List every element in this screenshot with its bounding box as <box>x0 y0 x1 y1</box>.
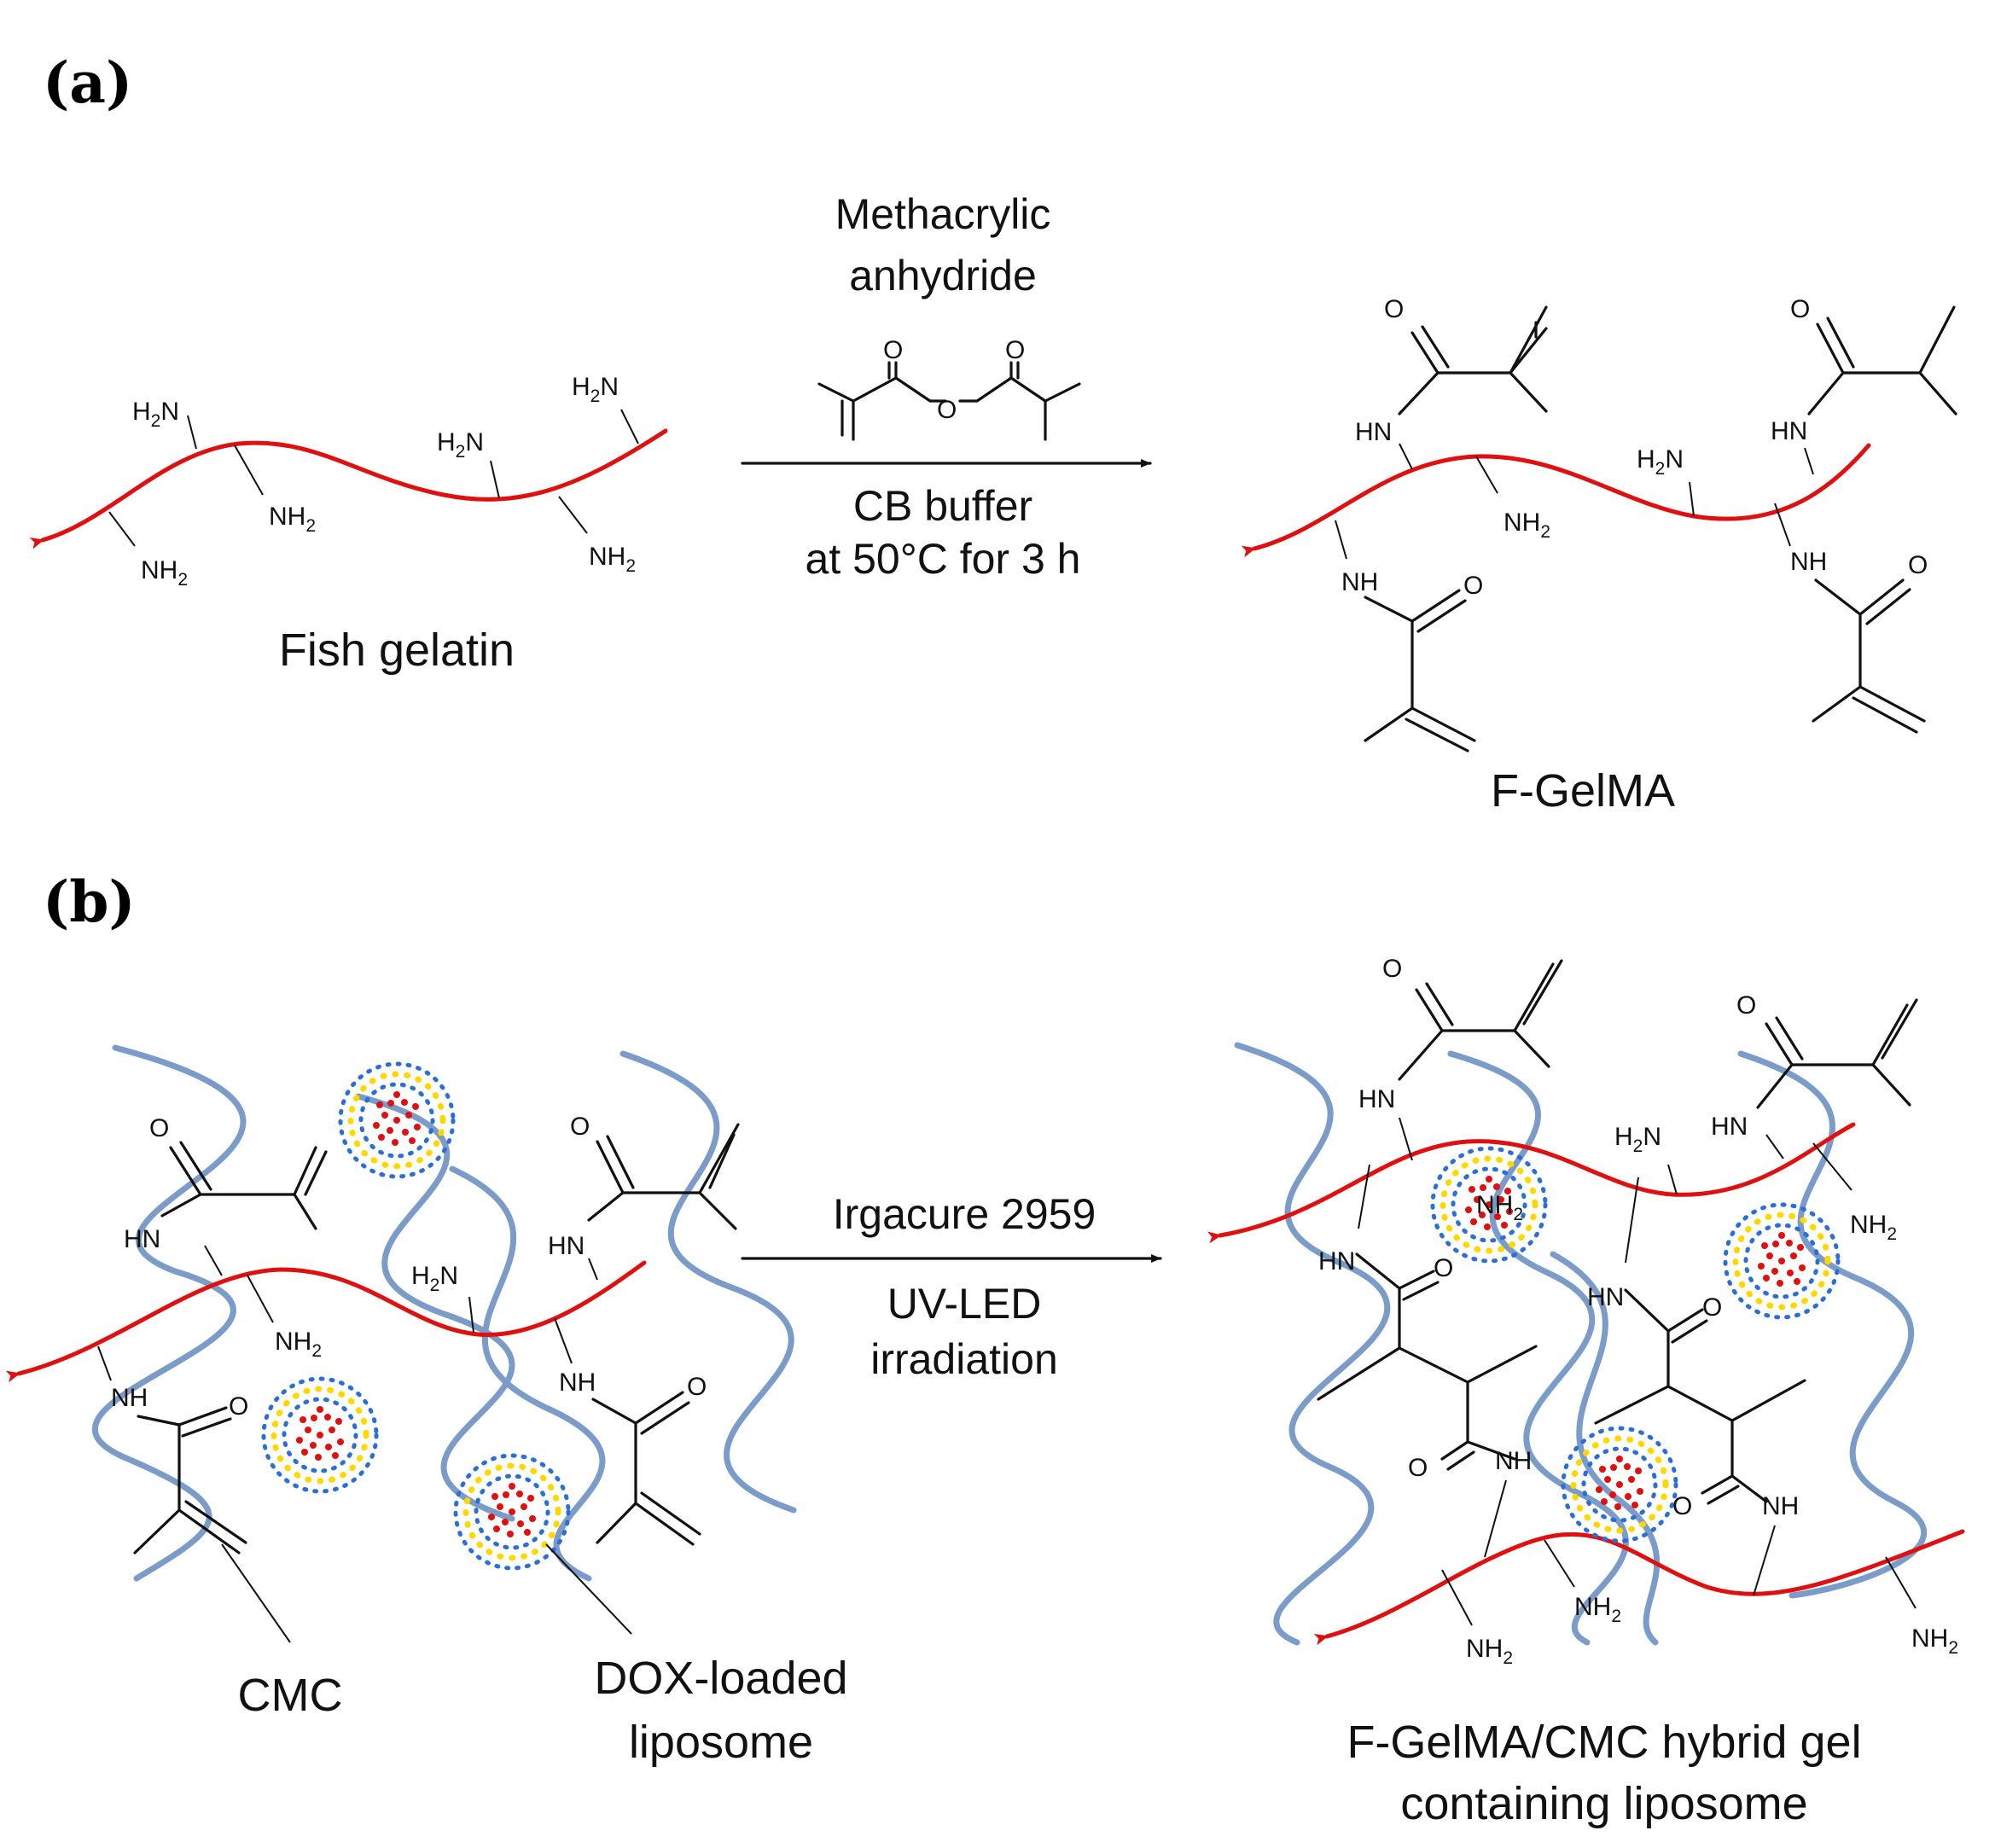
svg-text:O: O <box>1463 572 1483 600</box>
condition-b-line2: irradiation <box>870 1335 1058 1383</box>
svg-text:H2N: H2N <box>1614 1123 1661 1156</box>
svg-text:O: O <box>1382 955 1402 983</box>
reagent-line1: Methacrylic <box>835 190 1051 238</box>
svg-text:HN: HN <box>1771 417 1807 445</box>
svg-text:NH: NH <box>1790 548 1827 576</box>
reagent-line2: anhydride <box>849 252 1037 299</box>
panel-b-label: (b) <box>43 869 136 935</box>
svg-text:NH2: NH2 <box>1911 1624 1958 1658</box>
svg-text:O: O <box>1672 1492 1692 1520</box>
svg-text:NH2: NH2 <box>1850 1211 1897 1244</box>
svg-text:HN: HN <box>548 1232 585 1260</box>
svg-text:H2N: H2N <box>132 398 179 431</box>
svg-text:O: O <box>1790 295 1810 323</box>
svg-text:NH2: NH2 <box>275 1328 322 1361</box>
svg-text:NH: NH <box>1495 1447 1532 1475</box>
cmc-chains-right <box>1234 1042 1928 1646</box>
svg-text:NH2: NH2 <box>1466 1635 1513 1668</box>
svg-text:O: O <box>229 1392 248 1421</box>
label-liposome-line2: liposome <box>629 1717 813 1768</box>
anhydride-structure: O O O <box>817 336 1081 441</box>
svg-text:H2N: H2N <box>1637 445 1684 479</box>
svg-text:O: O <box>687 1373 707 1401</box>
svg-text:NH: NH <box>1341 568 1378 596</box>
product-b-line2: containing liposome <box>1400 1778 1807 1829</box>
svg-text:O: O <box>1408 1454 1428 1482</box>
svg-text:NH2: NH2 <box>1574 1593 1621 1626</box>
svg-text:O: O <box>570 1113 590 1141</box>
gelatin-chain-mix <box>5 1260 647 1383</box>
svg-text:O: O <box>1702 1293 1722 1322</box>
cmc-chains-left <box>91 1044 797 1582</box>
svg-text:NH2: NH2 <box>589 543 636 576</box>
svg-text:O: O <box>1384 295 1404 323</box>
pointer-cmc <box>221 1543 291 1643</box>
svg-text:O: O <box>149 1114 169 1142</box>
product-name: F-GelMA <box>1491 765 1675 816</box>
gel-chains <box>1207 1122 1965 1646</box>
svg-text:O: O <box>1005 336 1025 364</box>
gelatin-amine-groups: H2N NH2 NH2 H2N NH2 H2N <box>108 373 639 590</box>
svg-text:HN: HN <box>124 1225 160 1253</box>
svg-text:O: O <box>883 336 903 364</box>
product-b-line1: F-GelMA/CMC hybrid gel <box>1346 1717 1861 1768</box>
svg-text:HN: HN <box>1355 418 1392 446</box>
svg-text:NH2: NH2 <box>269 503 316 536</box>
svg-text:HN: HN <box>1587 1283 1624 1311</box>
svg-text:HN: HN <box>1711 1113 1748 1141</box>
svg-text:NH2: NH2 <box>1504 508 1550 542</box>
gel-crosslink-structure: HN O HN O H2N NH2 NH2 HN O O N <box>1317 955 1958 1668</box>
svg-text:HN: HN <box>1318 1247 1355 1276</box>
label-liposome-line1: DOX-loaded <box>594 1653 847 1704</box>
fgelma-methacrylamide-groups: HN O HN O NH2 H2N NH O NH O <box>1335 295 1957 753</box>
reagent-b: Irgacure 2959 <box>833 1190 1096 1238</box>
svg-text:O: O <box>1736 991 1756 1020</box>
svg-text:O: O <box>1434 1254 1453 1282</box>
svg-text:NH2: NH2 <box>141 556 188 590</box>
reactant-name: Fish gelatin <box>279 625 515 676</box>
fgelma-chain <box>1241 443 1871 558</box>
svg-text:H2N: H2N <box>411 1262 458 1295</box>
svg-text:H2N: H2N <box>437 428 484 462</box>
svg-text:HN: HN <box>1358 1085 1395 1113</box>
svg-text:NH: NH <box>559 1369 596 1397</box>
svg-text:NH: NH <box>111 1384 148 1412</box>
panel-a-label: (a) <box>43 49 132 116</box>
condition-line2: at 50°C for 3 h <box>806 535 1081 583</box>
condition-b-line1: UV-LED <box>887 1280 1042 1328</box>
svg-text:O: O <box>1908 551 1928 579</box>
mixture-methacrylamide-groups: HN O NH2 NH O HN O H2N NH O <box>97 1113 740 1555</box>
svg-text:O: O <box>937 396 957 424</box>
pointer-liposome <box>545 1543 632 1635</box>
label-cmc: CMC <box>238 1670 343 1721</box>
svg-text:NH: NH <box>1762 1492 1799 1520</box>
svg-text:H2N: H2N <box>572 373 619 406</box>
gelatin-chain <box>29 428 668 549</box>
condition-line1: CB buffer <box>853 482 1032 530</box>
svg-text:NH2: NH2 <box>1476 1191 1523 1224</box>
